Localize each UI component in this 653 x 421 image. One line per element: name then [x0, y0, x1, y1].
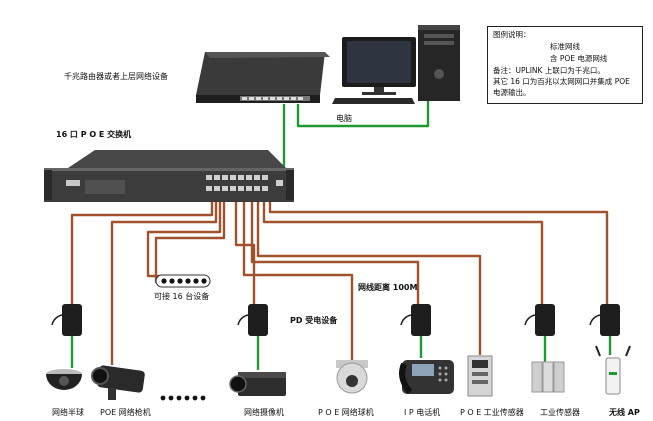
device-label: 网络半球: [52, 408, 84, 417]
device-label: 工业传感器: [540, 408, 580, 417]
bullet-camera-icon: [91, 365, 145, 400]
legend-standard-label: 标准网线: [550, 42, 580, 51]
device-label: 网络摄像机: [244, 408, 284, 417]
dome-camera-icon: [46, 369, 82, 390]
device-label: P O E 网络球机: [318, 408, 374, 417]
poe-cable-extra-1: [146, 195, 222, 278]
legend-note-3: 电源输出。: [493, 88, 531, 97]
legend-note-2: 其它 16 口为百兆以太网网口并集成 POE: [493, 77, 630, 86]
poe-cable-ip-phone: [250, 195, 420, 305]
poe-switch-icon: [44, 150, 294, 202]
legend-note-1: 备注：UPLINK 上联口为千兆口。: [493, 66, 605, 75]
router-label: 千兆路由器或者上层网络设备: [64, 72, 168, 81]
speed-dome-icon: [336, 360, 368, 394]
box-camera-icon: [229, 372, 286, 396]
power-adapter-icon: [62, 304, 620, 336]
industrial-sensor-icon: [467, 355, 493, 397]
pd-device-label: PD 受电设备: [290, 316, 338, 325]
poe-cable-sensor: [262, 195, 544, 305]
computer-cable: [296, 100, 430, 128]
cable-distance-label: 网线距离 100M: [358, 283, 418, 292]
poe-cable-ap: [268, 195, 609, 305]
ip-phone-icon: [399, 360, 454, 394]
legend-box: 图例说明： 标准网线 含 POE 电源网线 备注：UPLINK 上联口为千兆口。…: [487, 26, 643, 104]
device-count-label: 可接 16 台设备: [154, 292, 210, 301]
poe-cable-bullet: [110, 195, 218, 365]
device-label: I P 电话机: [404, 408, 441, 417]
legend-title: 图例说明：: [493, 30, 531, 39]
device-label: P O E 工业传感器: [460, 408, 524, 417]
poe-cable-speed-dome: [242, 195, 354, 368]
more-devices-dots: [160, 395, 206, 401]
computer-icon: [332, 25, 460, 104]
switch-label: 16 口 P O E 交换机: [56, 130, 132, 139]
computer-label: 电脑: [336, 114, 352, 123]
poe-cable-extra-2: [154, 195, 226, 284]
device-count-dots: [155, 274, 211, 288]
poe-cable-dome: [70, 195, 214, 305]
router-icon: [196, 52, 330, 103]
legend-poe-label: 含 POE 电源网线: [550, 54, 608, 63]
sensor-module-icon: [531, 361, 565, 393]
device-label: 无线 AP: [609, 408, 640, 417]
device-label: POE 网络枪机: [100, 408, 151, 417]
poe-cable-poe-sensor: [256, 195, 482, 355]
wireless-ap-icon: [595, 345, 631, 395]
